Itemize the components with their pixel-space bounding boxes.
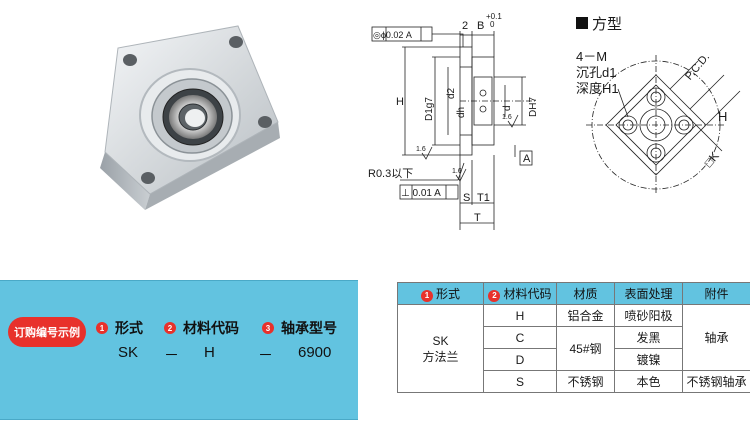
material-cell: 45#钢 [556, 326, 615, 371]
radius-note: R0.3以下 [368, 168, 413, 180]
code-cell: H [483, 304, 557, 327]
counterbore: 沉孔d1 [576, 65, 616, 80]
table-row: SK 方法兰 H 铝合金 喷砂阳极 轴承 [397, 304, 750, 393]
form-cell: SK 方法兰 [397, 304, 484, 393]
order-header-form: 1 形式 [96, 318, 143, 338]
product-photo [100, 25, 280, 210]
table-row: S 不锈钢 本色 不锈钢轴承 [398, 370, 750, 393]
dh-label: dh [456, 107, 467, 118]
num-2-icon: 2 [164, 322, 176, 334]
num-2-icon: 2 [488, 289, 501, 302]
t-label: T [474, 212, 481, 224]
perpendicular-text: ⊥ 0.01 A [401, 188, 441, 199]
front-view [586, 55, 741, 195]
order-header-material: 2 材料代码 [164, 318, 239, 338]
dh7-label: DH7 [528, 97, 539, 117]
roughness-3: 1.6 [452, 168, 462, 175]
technical-drawing: ◎ϕ0.02 A 2 B +0.1 0 H D1g7 d2 dh d DH7 1… [368, 12, 741, 230]
code-cell: S [483, 370, 557, 393]
section-title: 方型 [592, 16, 622, 33]
roughness-2: 1.6 [502, 114, 512, 121]
accessory-cell: 轴承 [682, 304, 750, 371]
t1-label: T1 [477, 192, 490, 204]
surface-cell: 发黑 [614, 326, 683, 349]
roughness-1: 1.6 [416, 146, 426, 153]
h-label: H [396, 96, 404, 108]
order-value-bearing: 6900 [298, 344, 332, 361]
th-accessory: 附件 [682, 282, 750, 305]
order-value-material: H [204, 344, 215, 361]
code-cell: C [483, 326, 557, 349]
material-cell: 不锈钢 [556, 370, 615, 393]
num-1-icon: 1 [420, 289, 433, 302]
b-tol-upper: +0.1 [486, 12, 502, 21]
surface-cell: 镀镍 [614, 348, 683, 371]
code-cell: D [483, 348, 557, 371]
order-header-bearing: 3 轴承型号 [262, 318, 337, 338]
flange-thickness: 2 [462, 20, 468, 32]
b-tol-lower: 0 [490, 20, 495, 29]
order-sep-2: － [258, 347, 274, 364]
surface-cell: 本色 [614, 370, 683, 393]
depth: 深度H1 [576, 81, 619, 96]
order-sep-1: － [164, 347, 180, 364]
datum-a: A [523, 153, 531, 165]
th-material: 材质 [556, 282, 615, 305]
th-surface: 表面处理 [614, 282, 683, 305]
side-h: H [718, 109, 727, 124]
pcd-label: P.C.D. [683, 51, 712, 82]
num-1-icon: 1 [96, 322, 108, 334]
order-example-badge: 订购编号示例 [8, 317, 86, 347]
table-row: C 45#钢 发黑 [398, 326, 750, 371]
accessory-cell: 不锈钢轴承 [682, 370, 750, 393]
hole-count: 4－M [576, 49, 607, 64]
s-label: S [463, 192, 470, 204]
order-value-form: SK [118, 344, 139, 361]
table-row: D 镀镍 [398, 348, 750, 371]
surface-cell: 喷砂阳极 [614, 304, 683, 327]
flatness-text: ◎ϕ0.02 A [373, 30, 412, 40]
d2-label: d2 [446, 87, 457, 99]
d1-label: D1g7 [424, 97, 435, 121]
material-cell: 铝合金 [556, 304, 615, 327]
order-example-panel: 订购编号示例 1 形式 2 材料代码 3 轴承型号 SK － H － 6900 [0, 280, 358, 420]
num-3-icon: 3 [262, 322, 274, 334]
b-label: B [477, 20, 484, 32]
d-label: d [502, 105, 513, 111]
